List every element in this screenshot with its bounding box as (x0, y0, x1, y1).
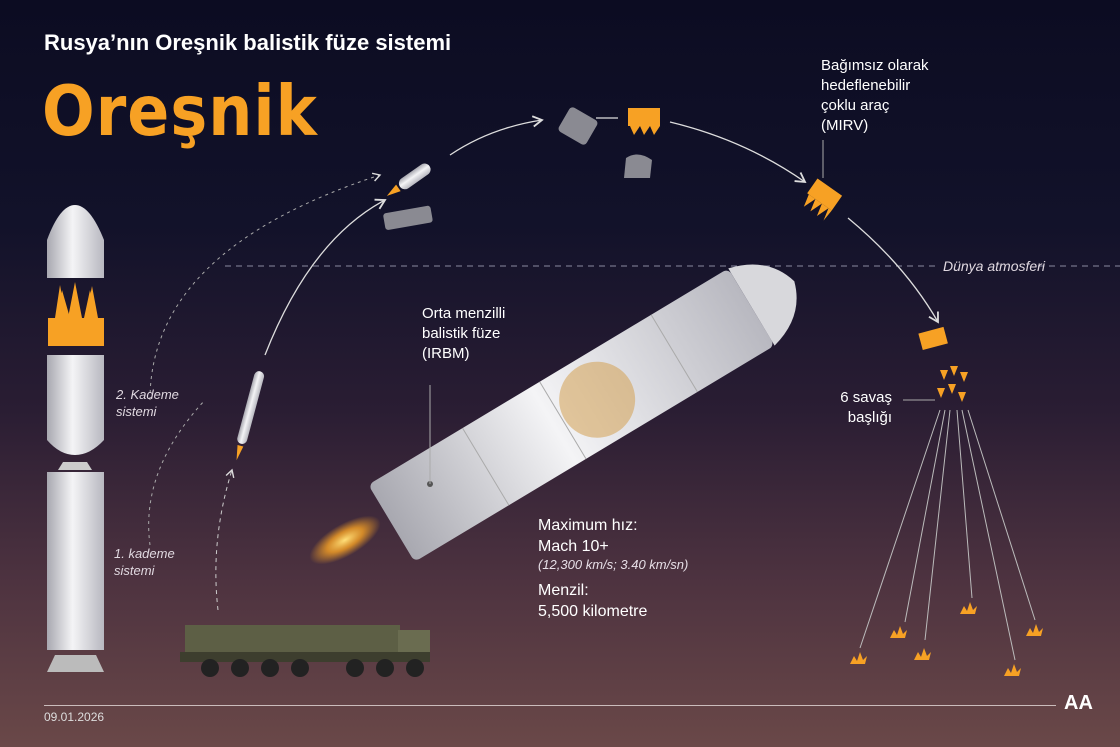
stage2-line1: 2. Kademe (116, 387, 179, 402)
irbm-line2: balistik füze (422, 325, 501, 342)
page-title: Oreşnik (42, 70, 318, 152)
mirv-bus-icon (628, 108, 660, 135)
warhead-trajectories (859, 409, 1036, 661)
launcher-truck-icon (180, 625, 430, 677)
irbm-label: Orta menzilli balistik füze (IRBM) (422, 304, 505, 364)
mirv-label: Bağımsız olarak hedeflenebilir çoklu ara… (821, 56, 929, 136)
stage2-line2: sistemi (116, 404, 157, 419)
speed-detail: (12,300 km/s; 3.40 km/sn) (538, 557, 689, 572)
date: 09.01.2026 (44, 710, 105, 724)
subtitle: Rusya’nın Oreşnik balistik füze sistemi (44, 30, 452, 55)
footer-divider (44, 705, 1056, 706)
aa-logo: AA (1064, 692, 1093, 714)
speed-value: Mach 10+ (538, 538, 609, 555)
speed-label: Maximum hız: (538, 517, 638, 534)
range-label: Menzil: (538, 582, 589, 599)
stage1-line1: 1. kademe (114, 546, 175, 561)
stage1-label: 1. kademe sistemi (114, 545, 175, 579)
mirv-line1: Bağımsız olarak (821, 57, 929, 74)
rocket-stack-icon (47, 205, 104, 672)
explosion-icons (850, 602, 1047, 676)
stage1-line2: sistemi (114, 563, 155, 578)
range-value: 5,500 kilometre (538, 603, 648, 620)
launching-rocket-icon (236, 371, 265, 461)
warheads-icon (937, 366, 968, 402)
irbm-missile-icon (370, 264, 797, 560)
mirv-icon (803, 178, 843, 221)
mirv-release-icon (918, 326, 948, 351)
nose-cone-icon (624, 154, 652, 178)
stats-panel: Maximum hız: Mach 10+ (12,300 km/s; 3.40… (538, 515, 688, 622)
warheads-line1: 6 savaş (840, 389, 892, 406)
spent-stage-icon (383, 205, 433, 230)
warheads-line2: başlığı (847, 409, 892, 426)
irbm-line3: (IRBM) (422, 345, 470, 362)
atmosphere-label: Dünya atmosferi (943, 258, 1045, 274)
separating-stage-icon (558, 107, 598, 145)
mirv-line4: (MIRV) (821, 117, 869, 134)
irbm-line1: Orta menzilli (422, 305, 506, 322)
second-stage-icon (386, 163, 431, 196)
mirv-line3: çoklu araç (821, 97, 890, 114)
warheads-label: 6 savaş başlığı (822, 388, 892, 428)
exhaust-flame (309, 515, 381, 565)
mirv-line2: hedeflenebilir (821, 77, 911, 94)
stage2-label: 2. Kademe sistemi (116, 386, 179, 420)
